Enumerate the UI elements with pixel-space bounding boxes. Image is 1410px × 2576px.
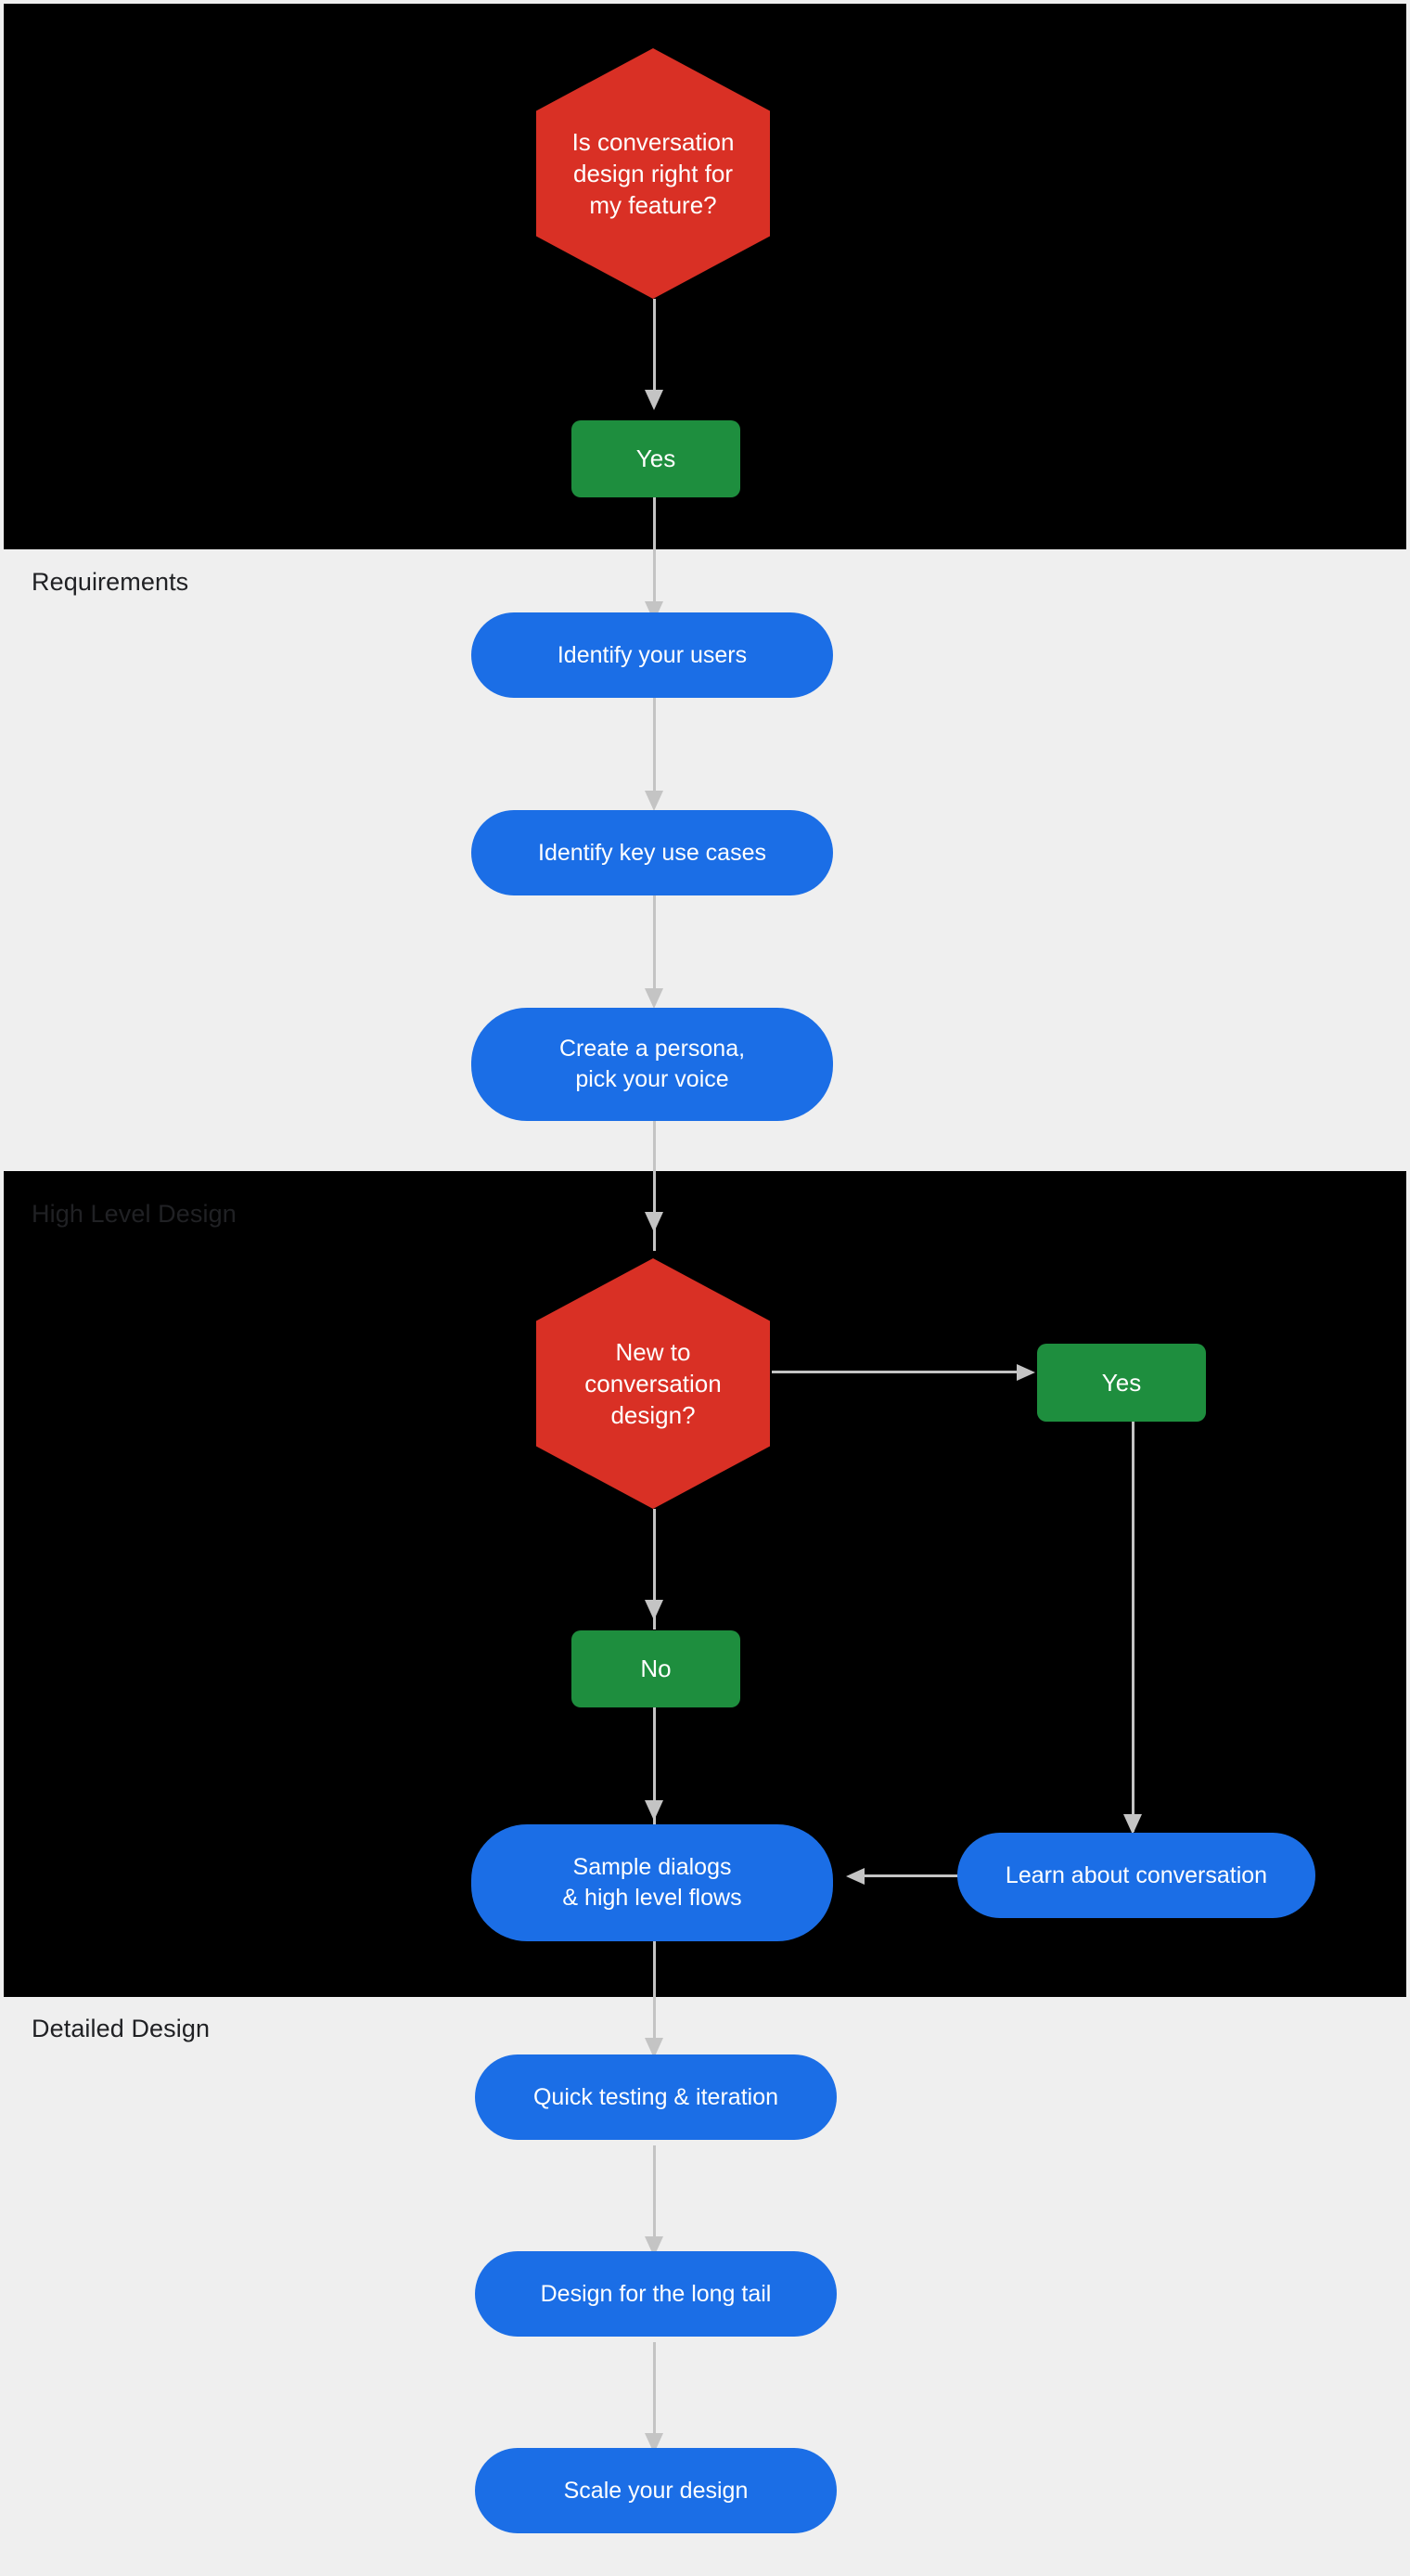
persona-line-2: pick your voice	[575, 1066, 729, 1092]
connector-learn-to-sample-dialogs	[855, 1874, 959, 1877]
decision-is-conversation-design-right[interactable]: Is conversation design right for my feat…	[536, 48, 770, 299]
decision-line-1: Is conversation	[571, 127, 735, 156]
decision-line-2: design right for	[573, 159, 733, 187]
arrowhead-hex1-to-yes	[645, 390, 663, 410]
step-identify-your-users[interactable]: Identify your users	[471, 612, 833, 698]
section-label-high-level-design: High Level Design	[32, 1200, 237, 1228]
section-label-requirements: Requirements	[32, 568, 189, 596]
decision2-line-2: conversation	[584, 1369, 722, 1397]
arrowhead-no-to-sample-dialogs	[645, 1800, 663, 1821]
arrowhead-hex2-to-yes-cd	[1017, 1364, 1035, 1381]
arrowhead-persona-to-hex2	[645, 1212, 663, 1232]
connector-yes-to-identify-users	[653, 497, 656, 612]
arrowhead-sample-to-quick-testing	[645, 2038, 663, 2058]
sample-dialogs-line-2: & high level flows	[562, 1885, 742, 1911]
answer-no-new-to-cd[interactable]: No	[571, 1630, 740, 1707]
connector-hex2-to-yes-cd	[772, 1371, 1022, 1373]
step-create-persona-pick-voice[interactable]: Create a persona, pick your voice	[471, 1008, 833, 1121]
arrowhead-hex2-to-no	[645, 1600, 663, 1620]
connector-persona-to-hex2	[653, 1121, 656, 1251]
arrowhead-usecases-to-persona	[645, 988, 663, 1009]
sample-dialogs-line-1: Sample dialogs	[572, 1854, 732, 1880]
answer-yes-top[interactable]: Yes	[571, 420, 740, 497]
section-label-detailed-design: Detailed Design	[32, 2015, 211, 2042]
answer-yes-new-to-cd[interactable]: Yes	[1037, 1344, 1206, 1422]
decision-line-3: my feature?	[589, 191, 717, 220]
step-quick-testing-iteration[interactable]: Quick testing & iteration	[475, 2054, 837, 2140]
decision-new-to-conversation-design[interactable]: New to conversation design?	[536, 1258, 770, 1509]
connector-no-to-sample-dialogs	[653, 1707, 656, 1839]
connector-hex2-to-no	[653, 1509, 656, 1629]
step-design-for-the-long-tail[interactable]: Design for the long tail	[475, 2251, 837, 2337]
arrowhead-users-to-usecases	[645, 791, 663, 811]
connector-long-tail-to-scale	[653, 2342, 656, 2444]
arrowhead-yes-cd-to-learn	[1123, 1814, 1142, 1835]
arrowhead-learn-to-sample-dialogs	[846, 1868, 865, 1885]
step-scale-your-design[interactable]: Scale your design	[475, 2448, 837, 2533]
connector-sample-to-quick-testing	[653, 1941, 656, 2054]
connector-yes-cd-to-learn	[1132, 1422, 1134, 1832]
step-learn-about-conversation[interactable]: Learn about conversation	[957, 1833, 1315, 1918]
decision2-line-3: design?	[610, 1401, 696, 1430]
connector-usecases-to-persona	[653, 895, 656, 999]
connector-hex1-to-yes	[653, 299, 656, 401]
step-identify-key-use-cases[interactable]: Identify key use cases	[471, 810, 833, 895]
persona-line-1: Create a persona,	[558, 1036, 746, 1062]
decision2-line-1: New to	[615, 1337, 691, 1366]
connector-quick-to-long-tail	[653, 2145, 656, 2248]
step-sample-dialogs-high-level-flows[interactable]: Sample dialogs & high level flows	[471, 1824, 833, 1941]
connector-users-to-usecases	[653, 698, 656, 802]
